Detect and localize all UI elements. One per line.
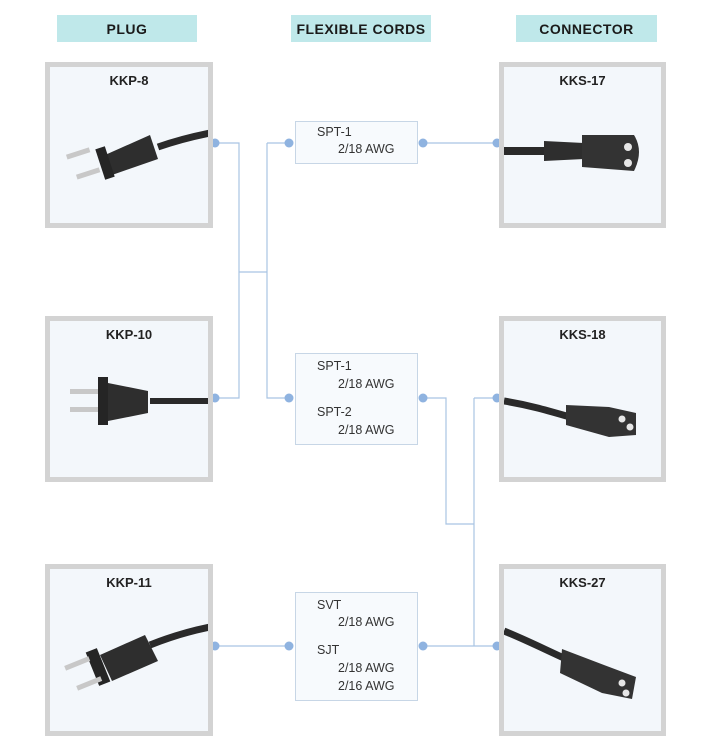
node-dot [418,138,428,148]
cord-gauge: 2/18 AWG [338,615,395,629]
node-dot [284,393,294,403]
plug-card-kkp-10: KKP-10 [45,316,213,482]
header-plug: PLUG [57,15,197,42]
cord-gauge: 2/18 AWG [338,661,395,675]
cord-type: SPT-1 [317,359,352,373]
node-dot [418,641,428,651]
connector-name: KKS-18 [559,327,606,342]
node-dot [418,393,428,403]
plug-photo [65,129,208,180]
header-connector: CONNECTOR [516,15,657,42]
plug-name: KKP-11 [106,575,152,590]
node-dot [284,641,294,651]
cord-box-1: SPT-1 2/18 AWG [295,121,418,164]
cord-type: SVT [317,598,342,612]
connector-card-kks-18: KKS-18 [499,316,666,482]
connector-name: KKS-27 [559,575,606,590]
header-flexible-cords: FLEXIBLE CORDS [291,15,431,42]
plug-name: KKP-8 [109,73,149,88]
connector-card-kks-27: KKS-27 [499,564,666,736]
cord-box-2: SPT-1 2/18 AWG SPT-2 2/18 AWG [295,353,418,445]
plug-card-kkp-11: KKP-11 [45,564,213,736]
cord-gauge: 2/18 AWG [338,377,395,391]
cord-type: SPT-2 [317,405,352,419]
plug-photo [70,377,208,425]
cord-gauge: 2/16 AWG [338,679,395,693]
connector-card-kks-17: KKS-17 [499,62,666,228]
cord-gauge: 2/18 AWG [338,142,395,156]
plug-photo [64,623,208,691]
cord-type: SPT-1 [317,125,352,139]
connector-photo [504,397,636,437]
plug-name: KKP-10 [105,327,153,342]
connector-photo [504,627,636,699]
node-dot [284,138,294,148]
connector-name: KKS-17 [559,73,606,88]
cord-box-3: SVT 2/18 AWG SJT 2/18 AWG 2/16 AWG [295,592,418,701]
cord-gauge: 2/18 AWG [338,423,395,437]
plug-card-kkp-8: KKP-8 [45,62,213,228]
connector-photo [504,135,639,171]
cord-type: SJT [317,643,340,657]
